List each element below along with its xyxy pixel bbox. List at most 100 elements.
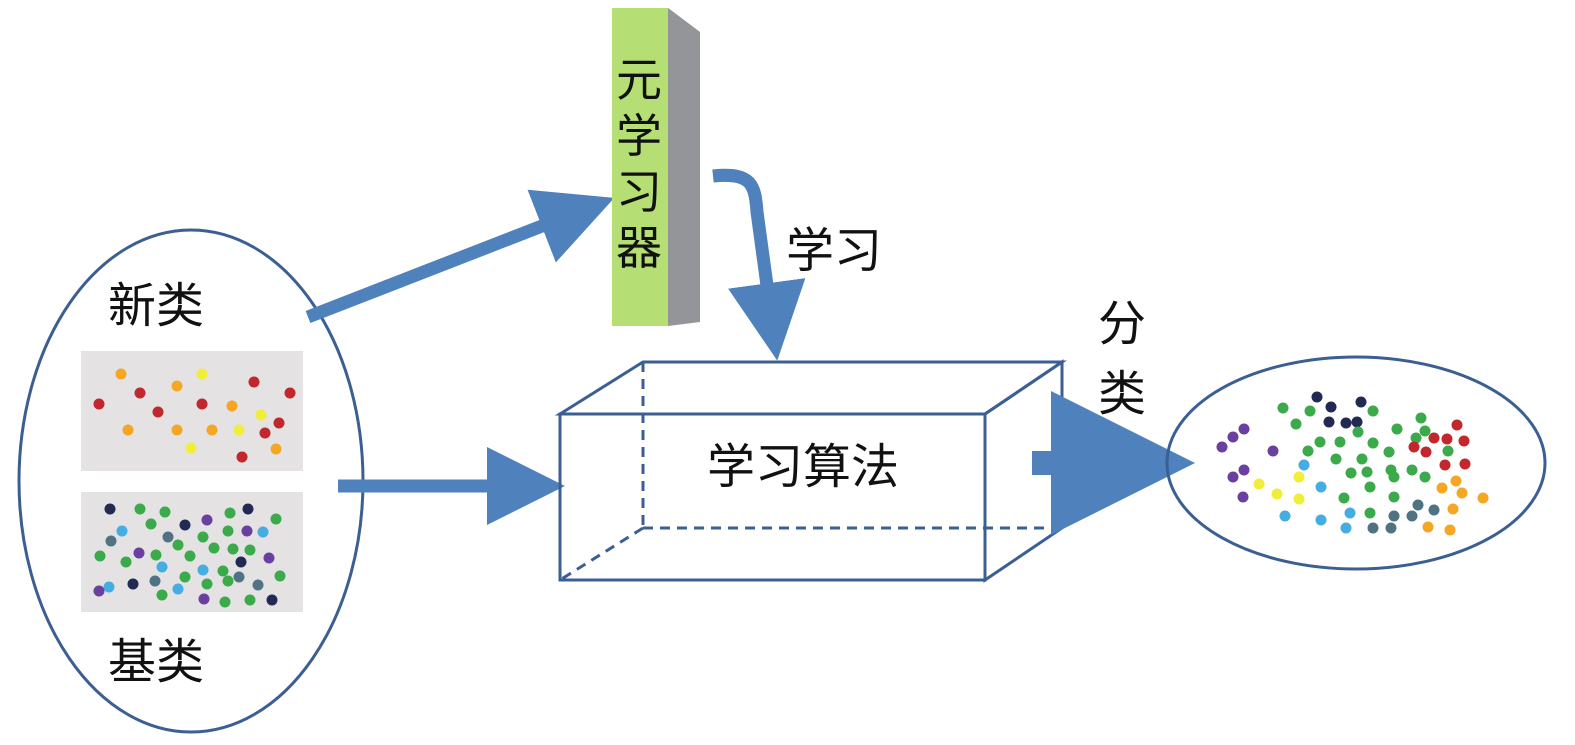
dot — [1293, 471, 1305, 483]
dot — [1388, 471, 1400, 483]
dot — [1315, 514, 1327, 526]
dot — [201, 514, 213, 526]
dot — [1227, 431, 1239, 443]
dot — [244, 544, 256, 556]
dot — [1279, 510, 1291, 522]
dot — [1304, 405, 1316, 417]
dot — [122, 424, 134, 436]
dot — [1441, 433, 1453, 445]
dot — [1340, 522, 1352, 534]
dot — [1364, 507, 1376, 519]
dot — [1351, 416, 1363, 428]
dot — [134, 387, 146, 399]
dot — [1410, 432, 1422, 444]
dot — [1361, 466, 1373, 478]
dot — [208, 542, 220, 554]
dot — [133, 547, 145, 559]
dot — [1290, 418, 1302, 430]
dot — [1458, 435, 1470, 447]
dot — [198, 593, 210, 605]
dot — [1298, 459, 1310, 471]
dot — [185, 442, 197, 454]
dot — [241, 525, 253, 537]
dot — [1388, 491, 1400, 503]
dot — [1436, 482, 1448, 494]
dot — [236, 451, 248, 463]
dot — [219, 596, 231, 608]
dot — [1451, 419, 1463, 431]
dot — [227, 543, 239, 555]
dot — [248, 376, 260, 388]
dot — [1406, 510, 1418, 522]
dot — [201, 578, 213, 590]
dot — [1439, 459, 1451, 471]
learn-arrow — [712, 168, 806, 361]
dot — [1450, 475, 1462, 487]
dot — [197, 564, 209, 576]
dot — [115, 368, 127, 380]
dot — [1302, 445, 1314, 457]
new-classes-dots — [93, 368, 296, 463]
dot — [217, 565, 229, 577]
dot — [1385, 522, 1397, 534]
result-ellipse — [1165, 355, 1547, 571]
dot — [1459, 458, 1471, 470]
dot — [171, 424, 183, 436]
dot — [1419, 471, 1431, 483]
dot — [1383, 446, 1395, 458]
dot — [1415, 412, 1427, 424]
dot — [179, 571, 191, 583]
dot — [105, 535, 117, 547]
dot — [1330, 453, 1342, 465]
dot — [1355, 396, 1367, 408]
dot — [273, 417, 285, 429]
dot — [104, 503, 116, 515]
dot — [235, 556, 247, 568]
dot — [196, 368, 208, 380]
classified-dots — [1216, 391, 1489, 536]
arrow-to-meta-learner — [305, 189, 615, 324]
dot — [1442, 445, 1454, 457]
dot — [1237, 491, 1249, 503]
dot — [1391, 423, 1403, 435]
dot — [257, 526, 269, 538]
pillar-front — [612, 8, 668, 326]
dot — [1238, 464, 1250, 476]
dot — [1388, 510, 1400, 522]
learn-label: 学习 — [786, 223, 882, 279]
dot — [1356, 453, 1368, 465]
dot — [1408, 441, 1420, 453]
dot — [1344, 507, 1356, 519]
dot — [156, 561, 168, 573]
dot — [1456, 487, 1468, 499]
dot — [1227, 471, 1239, 483]
dot — [1277, 402, 1289, 414]
dot — [1311, 391, 1323, 403]
dot — [184, 550, 196, 562]
dot — [1477, 492, 1489, 504]
dot — [1367, 522, 1379, 534]
dot — [222, 525, 234, 537]
dot — [1271, 488, 1283, 500]
dot — [224, 507, 236, 519]
dot — [103, 581, 115, 593]
dot — [1238, 423, 1250, 435]
meta-learner-char-1: 元 — [616, 53, 662, 107]
dot — [244, 594, 256, 606]
base-classes-label: 基类 — [108, 634, 204, 690]
meta-learner-char-3: 习 — [616, 165, 662, 219]
meta-learner-block: 元 学 习 器 — [612, 8, 700, 326]
algorithm-label: 学习算法 — [707, 439, 899, 495]
dot — [149, 575, 161, 587]
dot — [127, 578, 139, 590]
dot — [1216, 441, 1228, 453]
dot — [1428, 504, 1440, 516]
classify-char-1: 分 — [1098, 296, 1146, 352]
classify-char-2: 类 — [1098, 366, 1146, 422]
dot — [152, 406, 164, 418]
dot — [93, 398, 105, 410]
dot — [270, 443, 282, 455]
dot — [1412, 499, 1424, 511]
